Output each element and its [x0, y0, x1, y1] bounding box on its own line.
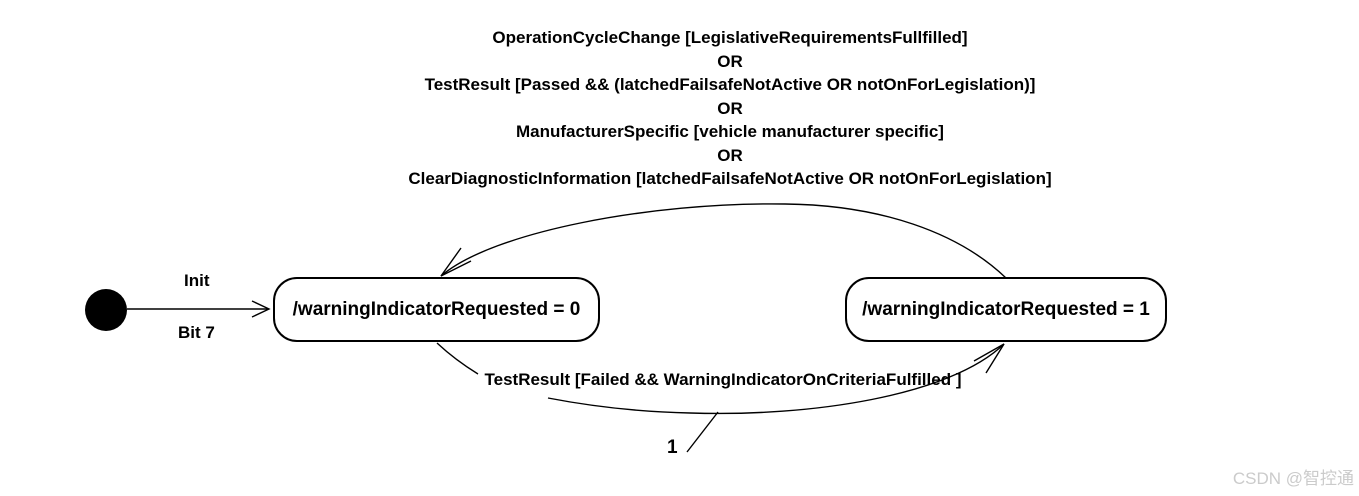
or-transition-line: OperationCycleChange [LegislativeRequire… — [492, 28, 968, 47]
transition-off-to-on-arrowhead — [973, 343, 1005, 374]
or-transition-label: OperationCycleChange [LegislativeRequire… — [330, 26, 1130, 191]
or-transition-line: ManufacturerSpecific [vehicle manufactur… — [516, 122, 944, 141]
or-transition-line: TestResult [Passed && (latchedFailsafeNo… — [424, 75, 1036, 94]
transition-on-to-off-curve — [440, 203, 1007, 279]
or-keyword: OR — [717, 51, 743, 71]
init-transition-arrowhead — [251, 300, 271, 318]
or-keyword: OR — [717, 145, 743, 165]
init-guard-label: Bit 7 — [178, 323, 215, 342]
or-transition-line: ClearDiagnosticInformation [latchedFails… — [408, 169, 1052, 188]
fail-transition-label: TestResult [Failed && WarningIndicatorOn… — [484, 370, 962, 389]
state-label: /warningIndicatorRequested = 0 — [292, 298, 581, 320]
state-warning-indicator-0: /warningIndicatorRequested = 0 — [273, 277, 600, 342]
multiplicity-label: 1 — [667, 437, 678, 458]
or-keyword: OR — [717, 98, 743, 118]
transition-on-to-off-arrowhead — [440, 247, 472, 277]
multiplicity-leader-line — [686, 411, 719, 453]
transition-off-to-on-curve-end — [547, 343, 1005, 415]
watermark: CSDN @智控通 — [1232, 469, 1354, 488]
state-warning-indicator-1: /warningIndicatorRequested = 1 — [845, 277, 1167, 342]
transition-off-to-on-curve-start — [436, 342, 479, 375]
init-trigger-label: Init — [184, 271, 210, 290]
state-label: /warningIndicatorRequested = 1 — [862, 298, 1150, 320]
initial-state-dot — [85, 289, 127, 331]
